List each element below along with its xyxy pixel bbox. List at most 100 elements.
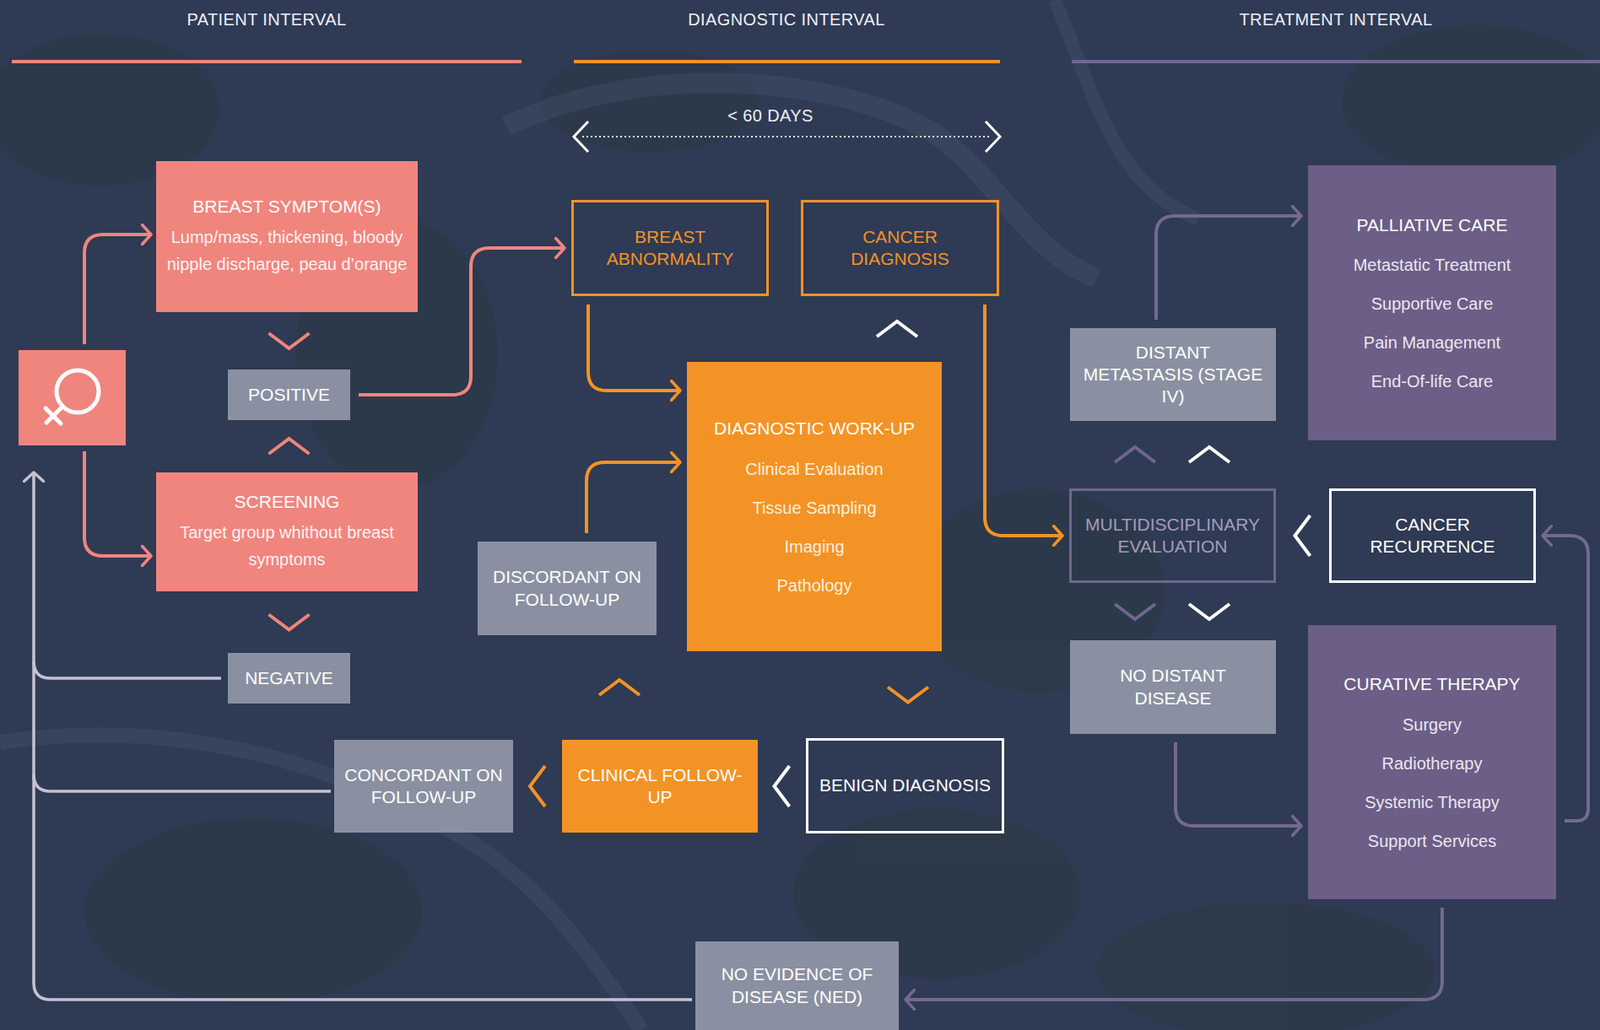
box-title: NO DISTANT DISEASE	[1080, 664, 1266, 710]
interval-heading: DIAGNOSTIC INTERVAL	[687, 10, 886, 30]
chevron-arrow	[1275, 515, 1330, 557]
outcome-box: NO EVIDENCE OF DISEASE (NED)	[695, 941, 899, 1030]
flow-arrow	[1175, 742, 1302, 827]
box-title: CLINICAL FOLLOW-UP	[572, 764, 748, 810]
box-title: BENIGN DIAGNOSIS	[819, 774, 991, 797]
treatment-box: CURATIVE THERAPYSurgeryRadiotherapySyste…	[1308, 625, 1557, 900]
box-text: Tissue Sampling	[751, 497, 876, 519]
box-text: Pain Management	[1363, 332, 1501, 353]
box-text: Supportive Care	[1371, 293, 1494, 314]
connector-line	[905, 908, 1443, 1000]
connector-line	[288, 420, 291, 473]
connector-line	[907, 651, 909, 739]
duration-arrow	[573, 121, 1000, 152]
chevron-arrow	[269, 591, 310, 654]
garden-path	[0, 0, 1199, 1030]
connector-line	[1175, 742, 1302, 827]
process-box: MULTIDISCIPLINARY EVALUATION	[1069, 488, 1276, 584]
interval-heading: PATIENT INTERVAL	[186, 10, 346, 30]
flow-arrow	[588, 304, 681, 391]
chevron	[1114, 604, 1156, 620]
connector-line	[1156, 216, 1302, 320]
connector-line	[896, 296, 898, 363]
box-title: CONCORDANT ON FOLLOW-UP	[344, 764, 503, 810]
interval-underline	[1071, 59, 1600, 64]
box-text: End-Of-life Care	[1371, 371, 1494, 392]
chevron-arrow	[1114, 583, 1230, 641]
box-text: Pathology	[777, 575, 853, 596]
flow-arrow	[905, 908, 1443, 1000]
screening-box: SCREENING Target group whithout breast sy…	[156, 472, 418, 592]
box-text: Radiotherapy	[1382, 753, 1483, 774]
female-icon	[18, 350, 126, 446]
interval-heading: TREATMENT INTERVAL	[1238, 10, 1433, 30]
symptom-box: BREAST SYMPTOM(S) Lump/mass, thickening, …	[156, 161, 418, 313]
chevron-arrow	[269, 312, 310, 370]
connector-line	[588, 304, 681, 391]
tree-texture	[0, 25, 1600, 1030]
chevron-arrow	[1114, 421, 1230, 489]
chevron-arrow	[876, 296, 918, 363]
chevron-arrow	[757, 766, 806, 807]
chevron	[876, 321, 918, 337]
interval-underline	[11, 59, 522, 64]
box-text: Target group whithout breast symptoms	[166, 518, 408, 573]
box-text: Lump/mass, thickening, bloody nipple dis…	[166, 223, 408, 278]
box-text: Systemic Therapy	[1364, 792, 1500, 813]
box-title: PALLIATIVE CARE	[1356, 214, 1509, 237]
process-box: CLINICAL FOLLOW-UP	[562, 740, 758, 833]
flow-arrow	[984, 304, 1063, 536]
outcome-box: BENIGN DIAGNOSIS	[805, 738, 1005, 834]
chevron	[599, 680, 640, 696]
flow-arrow	[1156, 216, 1302, 320]
interval-underline	[573, 59, 1000, 64]
finding-box: BREAST ABNORMALITY	[571, 200, 769, 297]
process-box: DIAGNOSTIC WORK-UPClinical EvaluationTis…	[686, 362, 942, 652]
box-title: CANCER DIAGNOSIS	[813, 226, 987, 271]
box-text: Metastatic Treatment	[1353, 254, 1512, 276]
result-box: NEGATIVE	[227, 653, 351, 704]
chevron	[1114, 447, 1156, 463]
box-title: DIAGNOSTIC WORK-UP	[713, 417, 915, 440]
result-box: CONCORDANT ON FOLLOW-UP	[334, 740, 514, 833]
box-title: DISTANT METASTASIS (STAGE IV)	[1080, 341, 1266, 409]
result-box: NO DISTANT DISEASE	[1070, 640, 1276, 735]
connector-line	[586, 462, 681, 534]
box-title: CANCER RECURRENCE	[1341, 513, 1524, 559]
chevron-arrow	[599, 635, 640, 741]
chevron	[887, 687, 929, 703]
result-box: DISTANT METASTASIS (STAGE IV)	[1070, 328, 1276, 422]
box-title: DISCORDANT ON FOLLOW-UP	[487, 566, 647, 611]
box-title: NEGATIVE	[244, 667, 334, 690]
connector-line	[1208, 421, 1211, 489]
box-title: MULTIDISCIPLINARY EVALUATION	[1081, 513, 1264, 559]
result-box: DISCORDANT ON FOLLOW-UP	[477, 541, 657, 636]
box-title: CURATIVE THERAPY	[1343, 673, 1520, 696]
box-title: SCREENING	[234, 491, 341, 514]
connector-line	[984, 304, 1063, 536]
chevron	[269, 615, 310, 631]
chevron	[1295, 515, 1311, 557]
box-text: Support Services	[1367, 831, 1497, 852]
connector-line	[1208, 583, 1211, 641]
connector-line	[618, 635, 621, 741]
connector-line	[288, 591, 291, 654]
chevron	[774, 766, 790, 807]
connector-line	[1275, 535, 1330, 537]
box-title: BREAST SYMPTOM(S)	[192, 195, 381, 218]
box-title: POSITIVE	[248, 383, 330, 406]
connectors	[269, 216, 1590, 1000]
flow-arrow	[586, 462, 681, 534]
chevron-arrow	[269, 420, 310, 473]
chevron	[269, 438, 310, 455]
chevron-arrow	[887, 651, 929, 739]
connector-line	[288, 312, 291, 370]
outcome-box: CANCER RECURRENCE	[1329, 488, 1536, 584]
return-lines	[33, 472, 692, 1000]
chevron	[269, 333, 310, 349]
box-title: BREAST ABNORMALITY	[583, 226, 757, 271]
chevron	[1189, 447, 1230, 463]
